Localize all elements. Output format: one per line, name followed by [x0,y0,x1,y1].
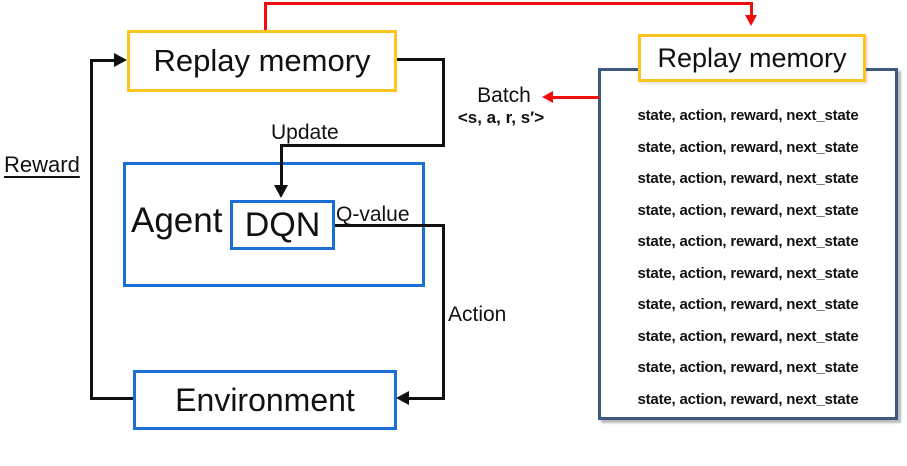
reward-arrowhead-icon [114,53,127,67]
update-label: Update [271,121,339,144]
reward-loop-line-vertical [90,59,93,400]
update-line-into-dqn [280,144,283,187]
replay-buffer-title-box: Replay memory [638,34,866,82]
batch-label: Batch [477,84,531,107]
batch-arrowhead-icon [542,91,553,103]
update-line-across [281,144,445,147]
sync-arrow-line-top [264,2,753,5]
action-label: Action [448,303,507,326]
batch-tuple-label: <s, a, r, s′> [457,108,545,127]
q-value-label: Q-value [336,203,410,226]
reward-loop-line-bottom [90,397,135,400]
update-arrowhead-icon [274,185,288,198]
memory-row: state, action, reward, next_state [637,390,859,408]
sync-arrow-line-left [264,2,267,30]
memory-row: state, action, reward, next_state [637,359,859,376]
update-line-down [442,58,445,147]
replay-buffer-box: state, action, reward, next_state state, … [598,68,898,420]
dqn-box: DQN [230,200,335,250]
memory-row: state, action, reward, next_state [637,201,859,219]
agent-label: Agent [131,201,223,240]
action-line-down [442,224,445,400]
memory-row: state, action, reward, next_state [637,138,859,156]
memory-row: state, action, reward, next_state [637,264,859,282]
memory-row: state, action, reward, next_state [637,107,859,124]
replay-buffer-title: Replay memory [657,42,847,73]
reward-loop-line-top [90,59,116,62]
dqn-label: DQN [244,205,321,244]
memory-row: state, action, reward, next_state [637,170,859,187]
action-arrowhead-icon [396,391,409,405]
replay-buffer-rows: state, action, reward, next_state state, … [604,74,892,414]
replay-memory-box: Replay memory [127,30,397,92]
update-line-exit [397,58,445,61]
qvalue-line [335,224,445,227]
memory-row: state, action, reward, next_state [637,327,859,345]
reward-label: Reward [4,152,80,177]
sync-arrowhead-icon [745,15,757,26]
environment-label: Environment [175,381,355,418]
memory-row: state, action, reward, next_state [637,296,859,313]
batch-arrow-line [552,96,599,99]
memory-row: state, action, reward, next_state [637,233,859,250]
environment-box: Environment [133,370,397,430]
sync-arrow-line-right [750,2,753,16]
replay-memory-label: Replay memory [153,43,371,78]
action-line-into-env [407,397,445,400]
